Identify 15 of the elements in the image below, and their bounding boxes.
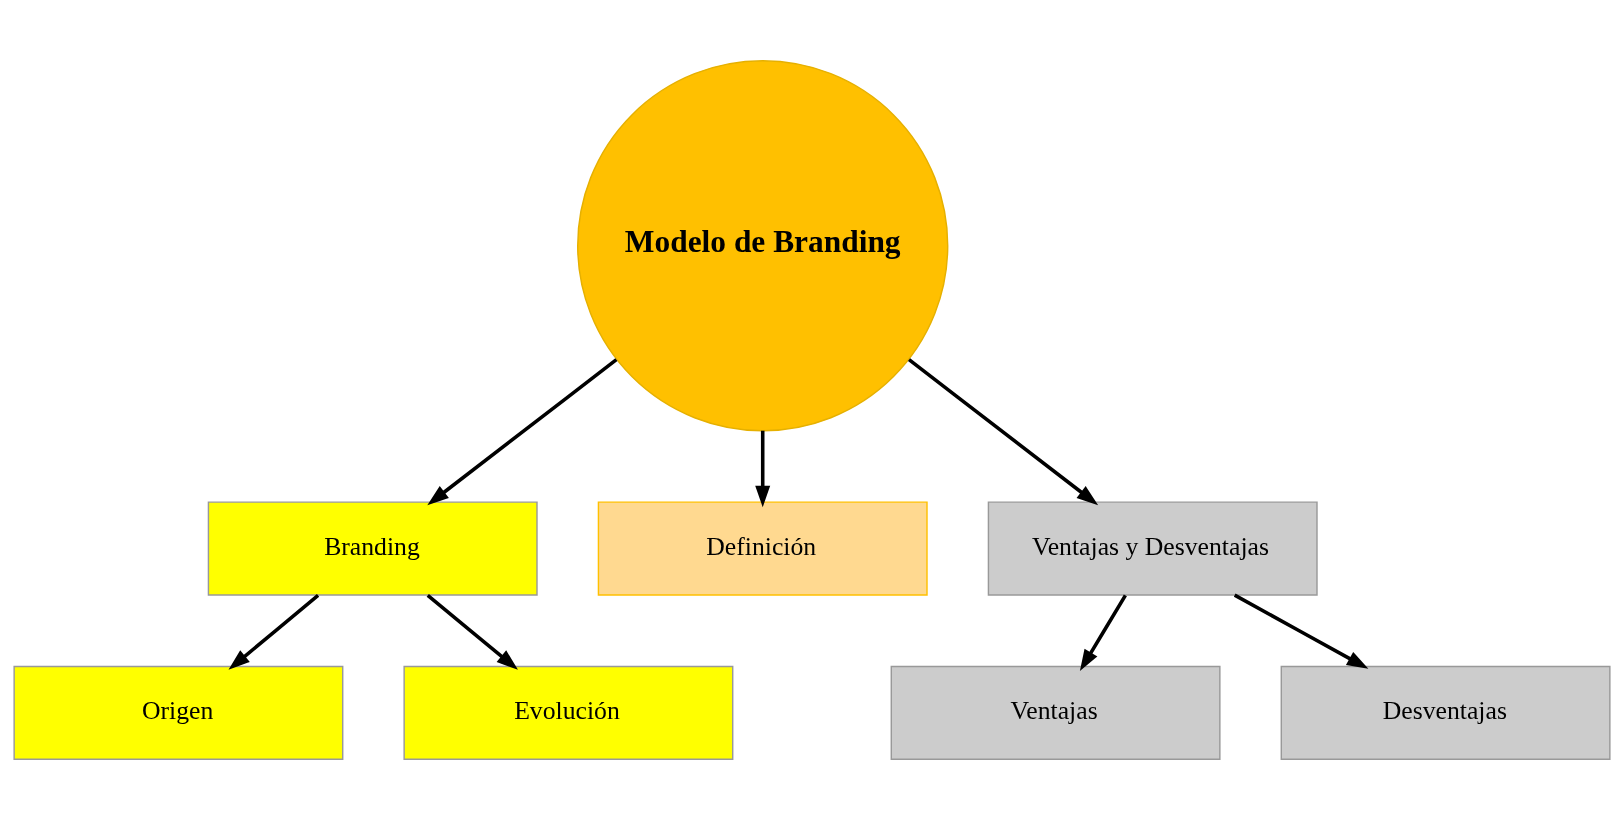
node-box: Evolución	[403, 665, 734, 760]
arrow	[1233, 593, 1369, 669]
arrow	[427, 358, 618, 506]
arrow	[907, 358, 1099, 506]
node-box: Ventajas	[890, 665, 1221, 760]
arrow	[1079, 594, 1127, 671]
arrow	[228, 594, 320, 670]
arrow	[426, 594, 518, 670]
node-box: Origen	[13, 665, 344, 760]
node-box: Definición	[597, 501, 928, 596]
node-box: Branding	[207, 501, 538, 596]
node-circle: Modelo de Branding	[577, 60, 949, 432]
node-box: Ventajas y Desventajas	[987, 501, 1318, 596]
node-box: Desventajas	[1280, 665, 1611, 760]
arrow	[755, 430, 771, 508]
